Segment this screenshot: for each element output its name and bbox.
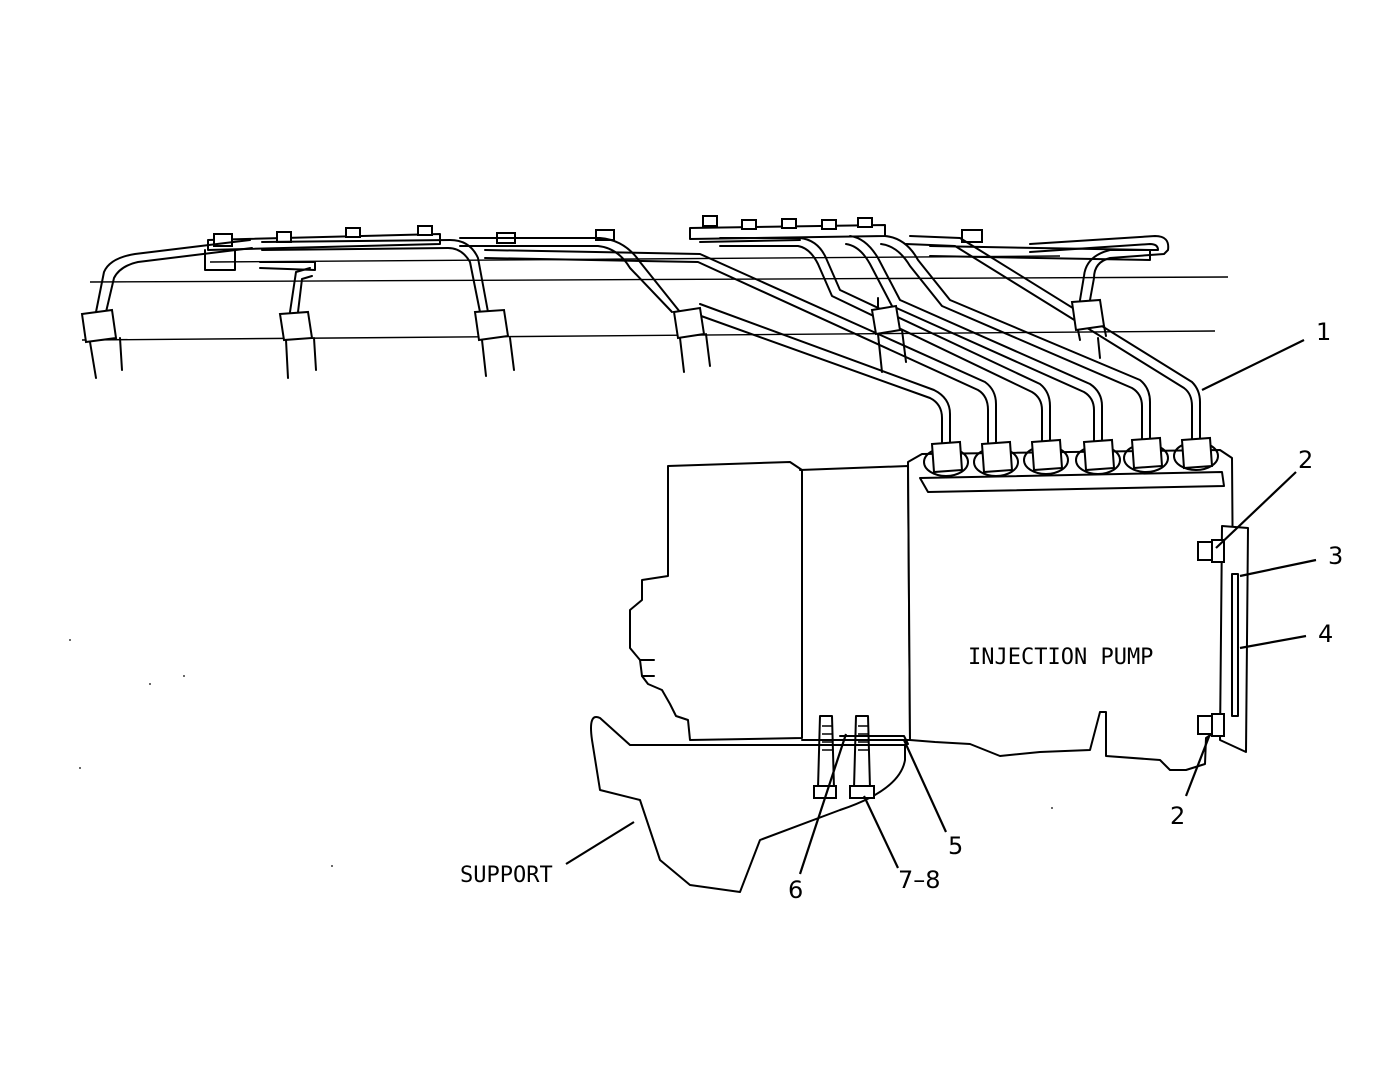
fuel-line-8 [880, 235, 1151, 443]
fuel-line-2 [289, 267, 313, 313]
governor-housing [629, 461, 911, 741]
injection-pump-body: INJECTION PUMP [907, 449, 1235, 771]
fuel-line-3 [261, 239, 489, 313]
support-leader [565, 821, 635, 865]
fuel-line-5 [484, 249, 997, 443]
bolt-top [1197, 539, 1225, 563]
delivery-valve-nut [1023, 438, 1069, 475]
injector-fitting [1070, 298, 1107, 341]
delivery-valve-nut [973, 440, 1019, 477]
callout-7-8: 7–8 [898, 866, 941, 894]
callout-1: 1 [1316, 318, 1331, 346]
callout-2-bottom: 2 [1170, 802, 1185, 830]
callout-3: 3 [1328, 542, 1343, 570]
injector-fitting [80, 308, 123, 379]
injection-pump-label: INJECTION PUMP [968, 645, 1153, 670]
delivery-valve-nut [1173, 436, 1219, 471]
delivery-valve-nut [1075, 438, 1121, 475]
injector-fitting [870, 304, 907, 373]
delivery-valve-nut [923, 440, 969, 477]
fuel-line-4 [459, 237, 951, 443]
scan-specks [69, 639, 1053, 867]
fuel-line-7 [845, 235, 1103, 443]
delivery-valve-nuts [923, 436, 1219, 477]
support-label: SUPPORT [460, 863, 553, 888]
fuel-line-10 [1029, 235, 1170, 301]
callout-2-top: 2 [1298, 446, 1313, 474]
fuel-line-6 [719, 237, 1051, 443]
injector-fitting [473, 308, 515, 377]
fuel-line-1 [95, 239, 253, 313]
injector-fitting [278, 310, 317, 379]
support-bracket [590, 716, 906, 893]
callout-5: 5 [948, 832, 963, 860]
callout-leaders [798, 339, 1317, 875]
washer-plate [839, 735, 909, 745]
fuel-line-9 [905, 235, 1201, 443]
delivery-valve-nut [1123, 436, 1169, 473]
mounting-bolt-right [849, 715, 875, 799]
mounting-bolts [813, 715, 909, 799]
bolt-bottom [1197, 713, 1225, 737]
cover-bolts [1197, 539, 1225, 737]
injector-fitting [672, 306, 711, 373]
injector-fittings [80, 298, 1107, 379]
callout-4: 4 [1318, 620, 1333, 648]
callout-6: 6 [788, 876, 803, 904]
fuel-injection-lines [95, 235, 1201, 443]
